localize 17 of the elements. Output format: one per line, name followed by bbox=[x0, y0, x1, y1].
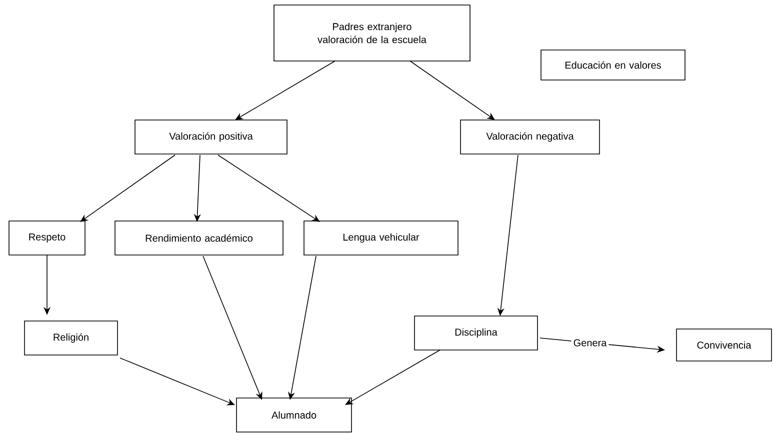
box: Rendimiento académico bbox=[114, 220, 284, 256]
arrow bbox=[80, 154, 176, 222]
box: Valoración positiva bbox=[134, 120, 288, 154]
box: Convivencia bbox=[676, 328, 772, 362]
arrow bbox=[345, 350, 440, 405]
box: Padres extranjero valoración de la escuela bbox=[274, 4, 470, 62]
arrow bbox=[235, 60, 336, 120]
box: Valoración negativa bbox=[460, 120, 600, 154]
arrow bbox=[218, 154, 320, 222]
box: Lengua vehicular bbox=[304, 220, 458, 256]
box: Educación en valores bbox=[540, 50, 686, 80]
box: Disciplina bbox=[414, 316, 538, 350]
box: Alumnado bbox=[236, 398, 352, 432]
box: Respeto bbox=[8, 220, 86, 256]
edge-label: Genera bbox=[571, 337, 609, 348]
box: Religión bbox=[24, 320, 118, 356]
arrow bbox=[410, 60, 495, 120]
